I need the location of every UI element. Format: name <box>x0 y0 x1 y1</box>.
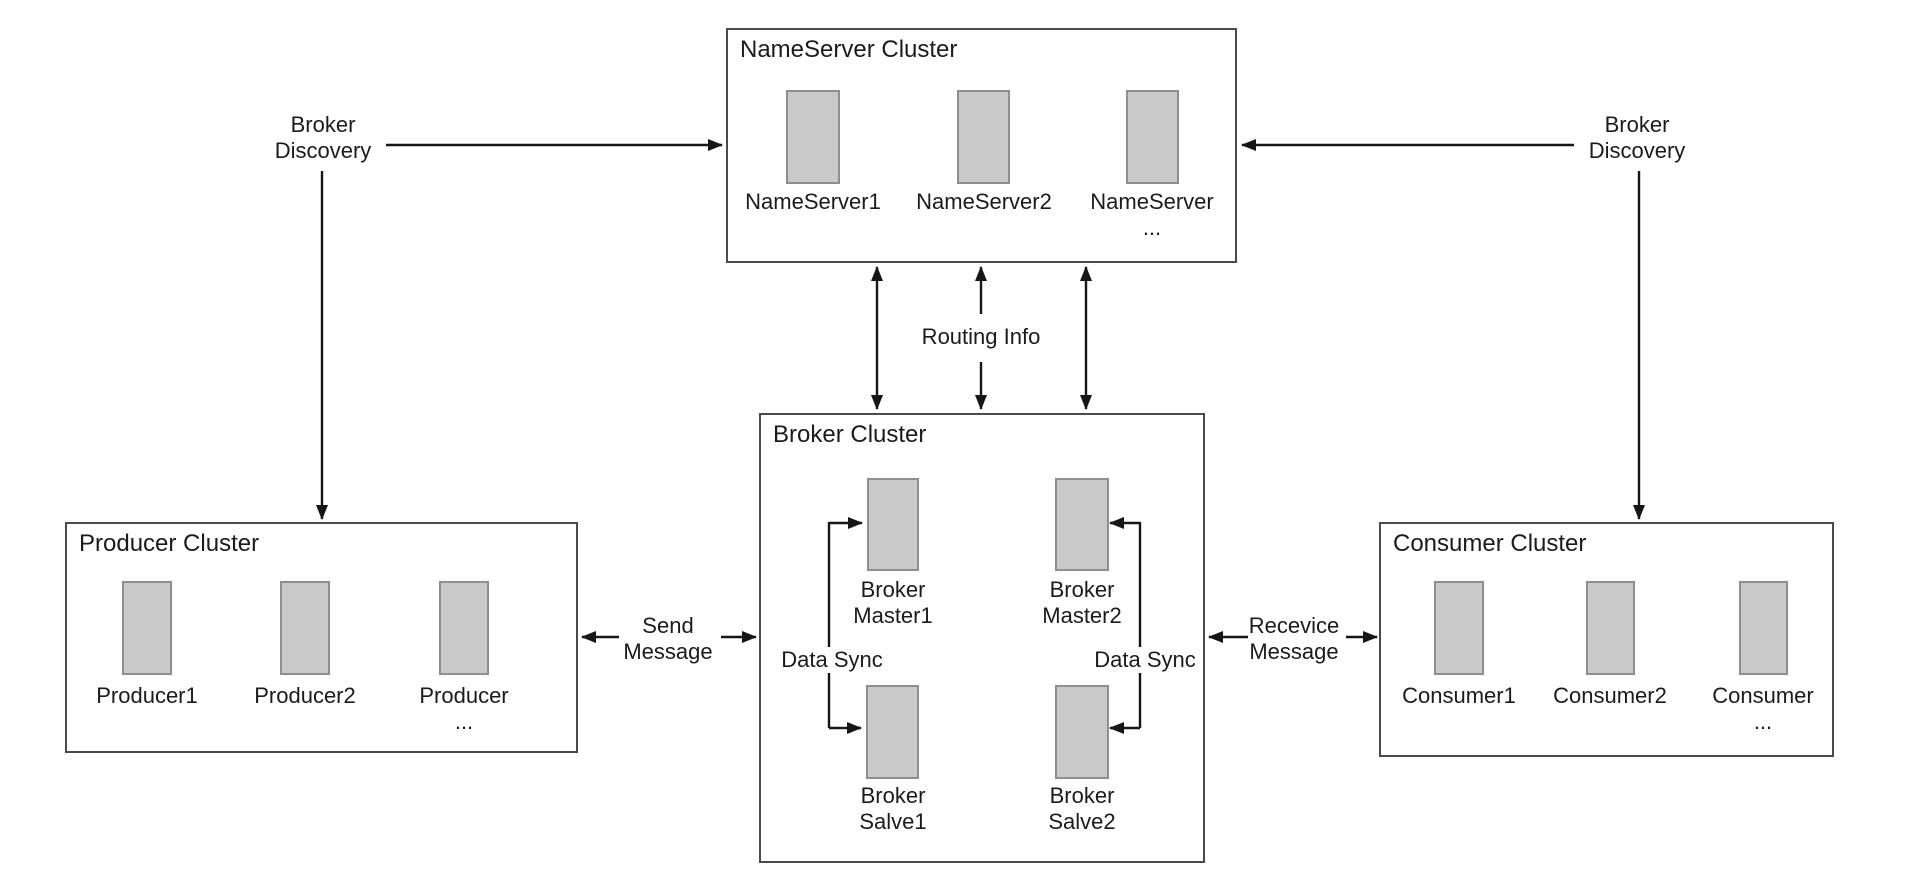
broker-salve1-node <box>866 685 919 779</box>
consumer2-label: Consumer2 <box>1553 683 1667 708</box>
broker-cluster-box: Broker Cluster Broker Master1 Broker Mas… <box>759 413 1205 863</box>
broker-salve2-label: Broker Salve2 <box>1048 783 1116 834</box>
nameserver1-node <box>786 90 840 184</box>
nameserver1-label: NameServer1 <box>745 189 881 214</box>
routing-info-label: Routing Info <box>921 324 1041 349</box>
nameserver2-node <box>957 90 1010 184</box>
consumer1-node <box>1434 581 1484 675</box>
broker-discovery-left-label: Broker Discovery <box>274 112 372 163</box>
producer1-label: Producer1 <box>96 683 198 708</box>
nameserver2-label: NameServer2 <box>916 189 1052 214</box>
consumer-cluster-box: Consumer Cluster Consumer1 Consumer2 Con… <box>1379 522 1834 757</box>
send-message-label: Send Message <box>623 613 713 664</box>
consumer1-label: Consumer1 <box>1402 683 1516 708</box>
broker-discovery-right-label: Broker Discovery <box>1588 112 1686 163</box>
consumer-cluster-title: Consumer Cluster <box>1393 530 1587 557</box>
data-sync-left-label: Data Sync <box>778 647 886 673</box>
broker-discovery-right-arrow <box>1241 139 1645 520</box>
broker-cluster-title: Broker Cluster <box>773 421 927 448</box>
producer2-node <box>280 581 330 675</box>
broker-discovery-left-arrow <box>316 139 723 520</box>
broker-master2-node <box>1055 478 1109 571</box>
nameserver-n-label: NameServer ... <box>1090 189 1214 240</box>
nameserver-cluster-title: NameServer Cluster <box>740 36 958 63</box>
consumer-n-node <box>1739 581 1788 675</box>
consumer2-node <box>1586 581 1635 675</box>
producer-n-label: Producer ... <box>419 683 509 734</box>
producer2-label: Producer2 <box>254 683 356 708</box>
broker-master1-label: Broker Master1 <box>853 577 933 628</box>
routing-info-arrows <box>871 266 1092 410</box>
producer-cluster-title: Producer Cluster <box>79 530 260 557</box>
receive-message-label: Recevice Message <box>1248 613 1340 664</box>
broker-salve1-label: Broker Salve1 <box>859 783 927 834</box>
data-sync-right-label: Data Sync <box>1091 647 1199 673</box>
nameserver-n-node <box>1126 90 1179 184</box>
producer-n-node <box>439 581 489 675</box>
broker-master1-node <box>867 478 919 571</box>
data-sync-left-connector <box>827 517 863 734</box>
broker-master2-label: Broker Master2 <box>1042 577 1122 628</box>
consumer-n-label: Consumer ... <box>1712 683 1814 734</box>
producer1-node <box>122 581 172 675</box>
data-sync-right-connector <box>1109 517 1142 734</box>
producer-cluster-box: Producer Cluster Producer1 Producer2 Pro… <box>65 522 578 753</box>
broker-salve2-node <box>1055 685 1109 779</box>
nameserver-cluster-box: NameServer Cluster NameServer1 NameServe… <box>726 28 1237 263</box>
